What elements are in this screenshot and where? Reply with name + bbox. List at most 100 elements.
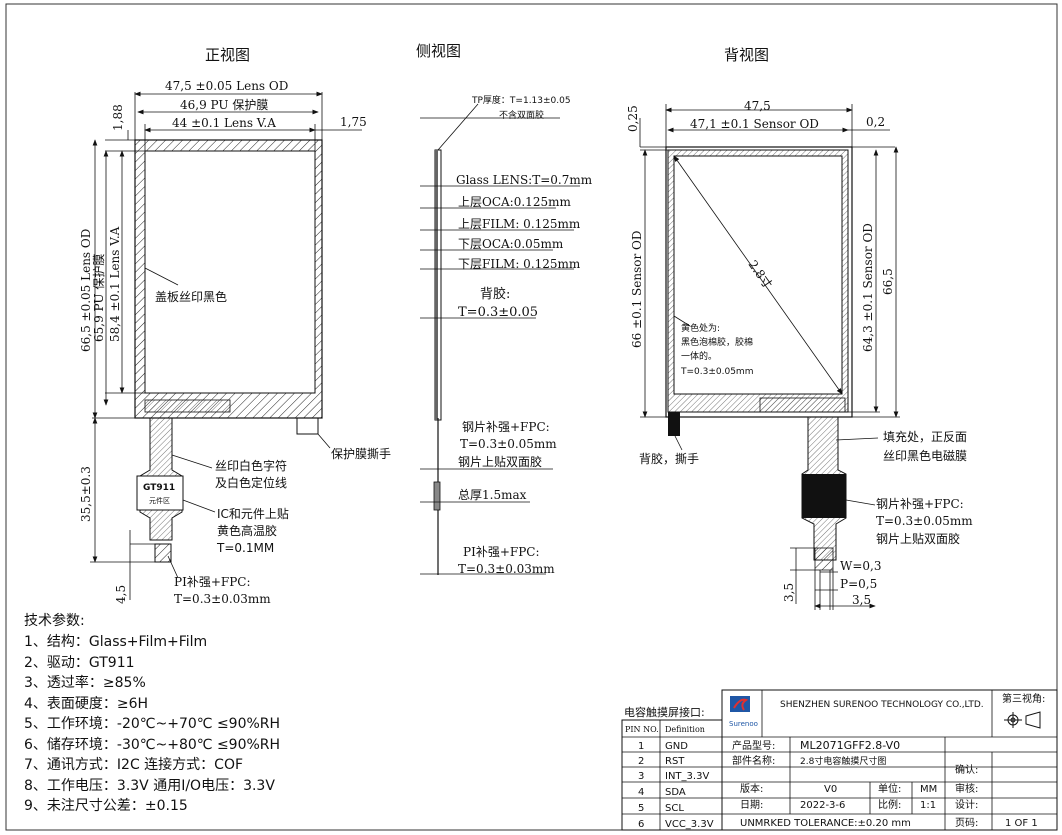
back-steel-3: 钢片上贴双面胶	[876, 531, 960, 546]
film-tab	[296, 418, 319, 435]
front-viewing-area	[144, 150, 316, 394]
chip-box	[136, 475, 184, 511]
label-ic-3: T=0.1MM	[216, 541, 274, 555]
back-yellow-1: 黄色处为:	[681, 322, 720, 334]
side-film2: 下层FILM: 0.125mm	[458, 257, 581, 271]
diagonal-dimension	[673, 155, 843, 395]
back-yellow-3: 一体的。	[681, 350, 717, 362]
company-name: SHENZHEN SURENOO TECHNOLOGY CO.,LTD.	[780, 700, 984, 710]
company-logo-mark	[730, 696, 750, 712]
third-angle-label: 第三视角:	[1002, 692, 1045, 705]
side-pi-1: PI补强+FPC:	[463, 545, 540, 559]
label-pi-2: T=0.3±0.03mm	[174, 592, 271, 606]
company-logo-text: Surenoo	[729, 720, 758, 728]
pin-number: 2	[638, 756, 644, 767]
spec-item: 1、结构：Glass+Film+Film	[24, 634, 208, 650]
back-yellow-2: 黑色泡棉胶，胶棉	[681, 336, 753, 348]
back-fill-1: 填充处，正反面	[883, 429, 967, 444]
model-value: ML2071GFF2.8-V0	[800, 739, 900, 752]
spec-item: 5、工作环境：-20℃~+70℃ ≤90%RH	[24, 716, 281, 732]
side-back-2: T=0.3±0.05	[458, 305, 538, 320]
side-steel-3: 钢片上贴双面胶	[458, 454, 542, 469]
back-connector	[814, 547, 834, 571]
label-white-print-2: 及白色定位线	[215, 475, 287, 490]
back-dim-025: 0,25	[626, 105, 640, 132]
back-yellow-4: T=0.3±0.05mm	[680, 367, 753, 377]
unit-value: MM	[920, 784, 937, 795]
label-white-print-1: 丝印白色字符	[215, 458, 287, 473]
front-view-title: 正视图	[205, 46, 250, 64]
chip-name: GT911	[143, 483, 175, 493]
side-steel-1: 钢片补强+FPC:	[462, 420, 550, 434]
side-pi-2: T=0.3±0.03mm	[458, 562, 555, 576]
tech-specs-title: 技术参数:	[24, 613, 85, 629]
pin-number: 5	[638, 803, 644, 814]
dim-right-gap: 1,75	[340, 115, 367, 129]
back-glue-label: 背胶，撕手	[639, 451, 699, 466]
review-label: 审核:	[955, 782, 978, 795]
version-value: V0	[824, 784, 837, 795]
side-oca1: 上层OCA:0.125mm	[458, 195, 571, 209]
back-dim-475: 47,5	[744, 99, 771, 113]
model-label: 产品型号:	[732, 739, 775, 752]
side-film1: 上层FILM: 0.125mm	[458, 217, 581, 231]
unit-label: 单位:	[878, 782, 901, 795]
dim-lens-od: 47,5 ±0.05 Lens OD	[165, 79, 288, 93]
version-label: 版本:	[740, 782, 763, 795]
side-back-1: 背胶:	[480, 286, 510, 302]
back-steel-2: T=0.3±0.05mm	[876, 514, 973, 528]
label-pi-1: PI补强+FPC:	[174, 575, 251, 589]
spec-item: 2、驱动：GT911	[24, 654, 135, 671]
side-oca2: 下层OCA:0.05mm	[458, 237, 564, 251]
back-d35-b: 3,5	[852, 593, 871, 607]
part-label: 部件名称:	[732, 754, 775, 767]
pin-definition: VCC_3.3V	[665, 819, 714, 830]
back-w: W=0,3	[840, 559, 881, 573]
dim-v-pu: 65,9 PU 保护膜	[92, 254, 106, 342]
spec-item: 3、透过率：≥85%	[24, 675, 146, 691]
pin-number: 4	[638, 787, 644, 798]
dim-v-va: 58,4 ±0.1 Lens V.A	[108, 226, 122, 342]
date-value: 2022-3-6	[800, 800, 845, 811]
pin-number: 3	[638, 771, 644, 782]
pin-definition: RST	[665, 756, 685, 767]
back-dim-02: 0,2	[866, 115, 885, 129]
pin-definition: SDA	[665, 787, 686, 798]
side-steel-2: T=0.3±0.05mm	[460, 437, 557, 451]
dim-left-gap: 1,88	[111, 104, 125, 131]
pin-number: 6	[638, 819, 644, 830]
dim-stiffener: 4,5	[114, 585, 128, 604]
confirm-label: 确认:	[955, 763, 978, 776]
back-steel-1: 钢片补强+FPC:	[876, 497, 964, 511]
back-fill-2: 丝印黑色电磁膜	[883, 448, 967, 463]
back-dim-v-sensor-right: 64,3 ±0.1 Sensor OD	[861, 223, 875, 352]
chip-area: 元件区	[149, 496, 170, 505]
side-view-title: 侧视图	[416, 42, 461, 60]
back-steel-block	[802, 474, 846, 518]
pin-head-no: PIN NO.	[625, 725, 659, 734]
sheet-border	[5, 3, 1058, 831]
design-label: 设计:	[955, 798, 978, 811]
dim-lens-va: 44 ±0.1 Lens V.A	[172, 116, 276, 130]
part-value: 2.8寸电容触摸尺寸图	[800, 755, 886, 767]
spec-item: 4、表面硬度：≥6H	[24, 695, 149, 712]
title-block: Surenoo SHENZHEN SURENOO TECHNOLOGY CO.,…	[721, 689, 1058, 831]
side-glass	[435, 150, 438, 420]
side-tp-2: 不含双面胶	[499, 109, 544, 121]
back-glue-tab	[668, 412, 680, 436]
dim-pu-film: 46,9 PU 保护膜	[180, 98, 268, 112]
pin-definition: INT_3.3V	[665, 771, 709, 782]
side-glass: Glass LENS:T=0.7mm	[456, 173, 593, 187]
label-ic-2: 黄色高温胶	[217, 523, 277, 538]
back-dim-665: 66,5	[881, 268, 895, 295]
side-total: 总厚1.5max	[458, 488, 527, 502]
back-dim-sensor: 47,1 ±0.1 Sensor OD	[690, 117, 819, 131]
dim-fpc-length: 35,5±0.3	[79, 466, 93, 522]
side-tp-1: TP厚度：T=1.13±0.05	[471, 94, 571, 106]
scale-value: 1:1	[920, 800, 936, 811]
back-d35-a: 3,5	[782, 583, 796, 602]
pin-head-def: Definition	[665, 725, 705, 734]
page-value: 1 OF 1	[1005, 818, 1038, 829]
